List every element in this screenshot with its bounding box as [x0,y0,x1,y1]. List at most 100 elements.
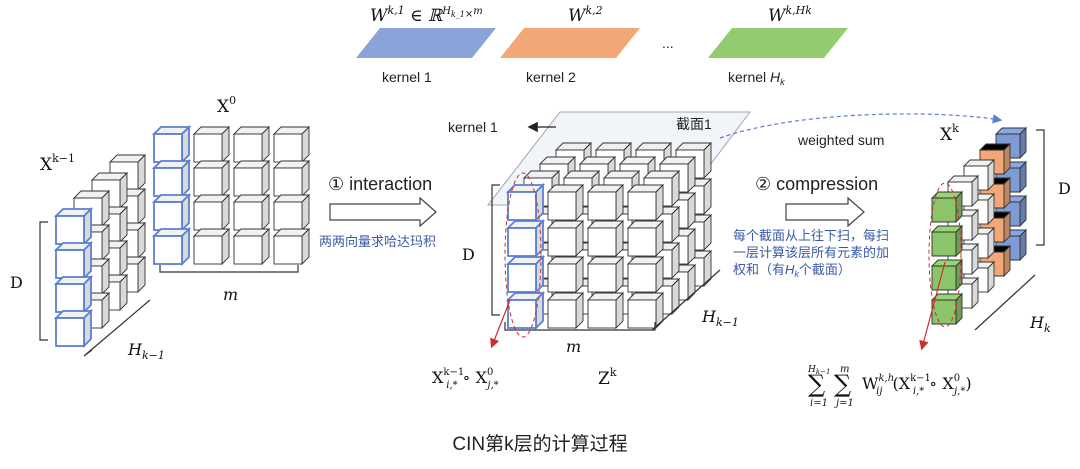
xk-label: Xk [940,122,959,145]
xk1-cube [53,274,94,315]
x0-cube [232,159,271,198]
svg-text:i=1: i=1 [810,398,828,409]
red-dashed-ellipse [504,172,542,338]
xk-cube [930,292,964,326]
h-label-right: Hk [1029,313,1051,335]
d-brace-right [1036,129,1045,246]
xk1-label: Xk−1 [40,152,75,175]
svg-text:Wk,hij(Xk−1i,* ∘ X0j,*): Wk,hij(Xk−1i,* ∘ X0j,*) [862,373,972,397]
xk1-cube [53,308,94,349]
x0-cube [272,125,311,164]
zk-cube [505,182,546,223]
kernel-row: Wk,1 ∈ ℝHk_1×m Wk,2 Wk,Hk kernel 1 kerne… [356,4,848,87]
svg-text:∑: ∑ [834,370,851,398]
xk-grid [930,126,1028,326]
kernel-2-math: Wk,2 [568,4,603,26]
red-dashed-ellipse-right [928,182,962,328]
h-brace-right [974,274,1036,331]
x0-cube [151,226,192,267]
d-brace-left [39,221,48,341]
x0-cube [272,193,311,232]
x0-cube [151,158,192,199]
zk-cube [546,255,585,294]
kernel-h-label: kernel Hk [728,69,785,87]
kernel-1-label: kernel 1 [382,69,432,85]
h-label-mid: Hk−1 [701,307,739,329]
interaction-arrow [329,196,437,228]
kernel-h-shape [708,28,848,58]
kernel-2-shape [500,28,640,58]
x0-cube [151,192,192,233]
m-label-mid: m [566,337,581,356]
x0-cube [192,193,231,232]
caption: CIN第k层的计算过程 [452,433,627,455]
xk1-grid [53,153,147,349]
zk-cube [546,219,585,258]
x0-cube [272,159,311,198]
zk-cube [626,255,665,294]
svg-text:m: m [840,364,849,375]
x0-cube [232,125,271,164]
kernel-1-math: Wk,1 ∈ ℝHk_1×m [370,4,483,26]
d-brace-mid [491,184,500,316]
x0-cube [192,125,231,164]
d-label-mid: D [462,245,475,264]
m-brace-mid [504,322,656,331]
interaction-label: ① interaction [328,174,432,194]
compression-note-1: 每个截面从上往下扫，每扫 [733,228,889,243]
kernel-1-shape [356,28,496,58]
sum-arrow [919,261,946,351]
svg-text:j=1: j=1 [834,398,854,409]
d-label-left: D [10,273,23,292]
m-label-left: m [223,285,238,304]
kernel-h-math: Wk,Hk [768,4,812,26]
xk1-cube [53,240,94,281]
zk-cube [586,183,625,222]
xk-cube [930,190,964,224]
kernel-ellipsis: ... [662,35,674,51]
interaction-note: 两两向量求哈达玛积 [319,234,436,249]
zk-label: Zk [598,366,617,389]
zk-cube [626,219,665,258]
x0-cube [151,124,192,165]
compression-arrow [785,196,865,228]
zk-cube [505,290,546,331]
svg-text:Hk−1: Hk−1 [807,365,830,376]
kernel1-arrow-label: kernel 1 [448,119,498,135]
zk-grid [505,141,713,331]
m-brace-left [159,265,299,273]
zk-cube [546,183,585,222]
zk-cube [546,291,585,330]
weighted-sum-label: weighted sum [797,132,884,148]
x0-cube [232,193,271,232]
zk-cube [626,291,665,330]
svg-text:∑: ∑ [808,370,825,398]
x0-cube [192,227,231,266]
weighted-sum-arrow [719,113,1003,139]
xk1-cube [53,206,94,247]
x0-cube [192,159,231,198]
compression-note-2: 一层计算该层所有元素的加 [733,245,889,260]
h-brace-mid [651,269,721,331]
hadamard-arrow [490,299,511,349]
zk-cube [586,291,625,330]
h-label-left: Hk−1 [127,340,165,362]
x0-cube [272,227,311,266]
section-1-label: 截面1 [676,116,712,132]
zk-cube [626,183,665,222]
zk-cube [586,219,625,258]
compression-note-3: 权和（有Hk个截面） [733,262,851,279]
x0-grid [151,124,311,267]
xk-cube [930,224,964,258]
zk-cube [505,254,546,295]
compression-label: ② compression [755,174,878,194]
h-brace-left [83,299,151,357]
x0-cube [232,227,271,266]
x0-label: X0 [217,94,236,117]
d-label-right: D [1058,179,1071,198]
kernel-2-label: kernel 2 [526,69,576,85]
zk-cube [505,218,546,259]
